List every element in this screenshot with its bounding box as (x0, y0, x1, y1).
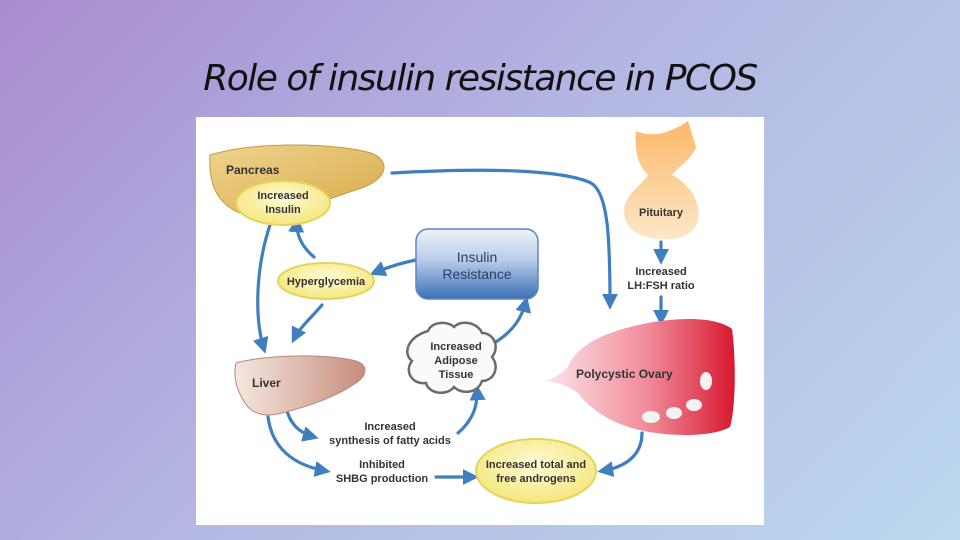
adipose-label-1: Increased (430, 341, 481, 353)
liver-label: Liver (252, 376, 281, 390)
increased-insulin-label-2: Insulin (265, 204, 301, 216)
increased-insulin-node (235, 180, 331, 226)
arrow-fatty-acids-to-adipose (456, 384, 486, 435)
fatty-acids-label-1: Increased (364, 421, 415, 433)
pcos-diagram: Pancreas Increased Insulin Pituitary Ins… (196, 117, 764, 525)
insulin-resistance-label-2: Resistance (442, 266, 511, 282)
slide-title: Role of insulin resistance in PCOS (203, 58, 758, 99)
arrows (253, 168, 669, 485)
ovary-cyst (700, 372, 712, 390)
ovary-cyst (666, 407, 682, 419)
insulin-resistance-box (415, 228, 539, 300)
lh-fsh-label-2: LH:FSH ratio (627, 280, 695, 292)
arrow-hyperglycemia-to-liver (291, 303, 324, 344)
fatty-acids-label-2: synthesis of fatty acids (329, 435, 451, 447)
arrow-insulin-to-liver (253, 223, 272, 354)
pituitary-label: Pituitary (639, 207, 684, 219)
arrow-resistance-to-hyperglycemia (369, 258, 418, 276)
polycystic-ovary-label: Polycystic Ovary (576, 367, 673, 381)
ovary-cyst (642, 411, 660, 423)
androgens-label-1: Increased total and (486, 459, 586, 471)
androgens-label-2: free androgens (496, 473, 575, 485)
arrow-pancreas-to-ovary (390, 168, 618, 310)
increased-insulin-label-1: Increased (257, 190, 308, 202)
hyperglycemia-label: Hyperglycemia (287, 276, 366, 288)
ovary-cyst (686, 399, 702, 411)
arrow-adipose-to-resistance (492, 296, 532, 345)
adipose-label-2: Adipose (434, 355, 477, 367)
shbg-label-1: Inhibited (359, 459, 405, 471)
pancreas-label: Pancreas (226, 163, 280, 177)
liver-shape (234, 355, 366, 416)
arrow-ovary-to-androgens (597, 431, 644, 478)
androgens-node (475, 438, 597, 504)
hyperglycemia-node (277, 262, 375, 300)
lh-fsh-label-1: Increased (635, 266, 686, 278)
adipose-label-3: Tissue (439, 369, 474, 381)
arrow-liver-to-fatty-acids (284, 405, 319, 442)
insulin-resistance-label-1: Insulin (457, 249, 497, 265)
arrow-liver-to-shbg (266, 415, 331, 477)
adipose-tissue-shape (406, 321, 497, 395)
shbg-label-2: SHBG production (336, 473, 429, 485)
arrow-hyperglycemia-to-insulin (288, 216, 316, 259)
pituitary-shape (624, 121, 699, 240)
